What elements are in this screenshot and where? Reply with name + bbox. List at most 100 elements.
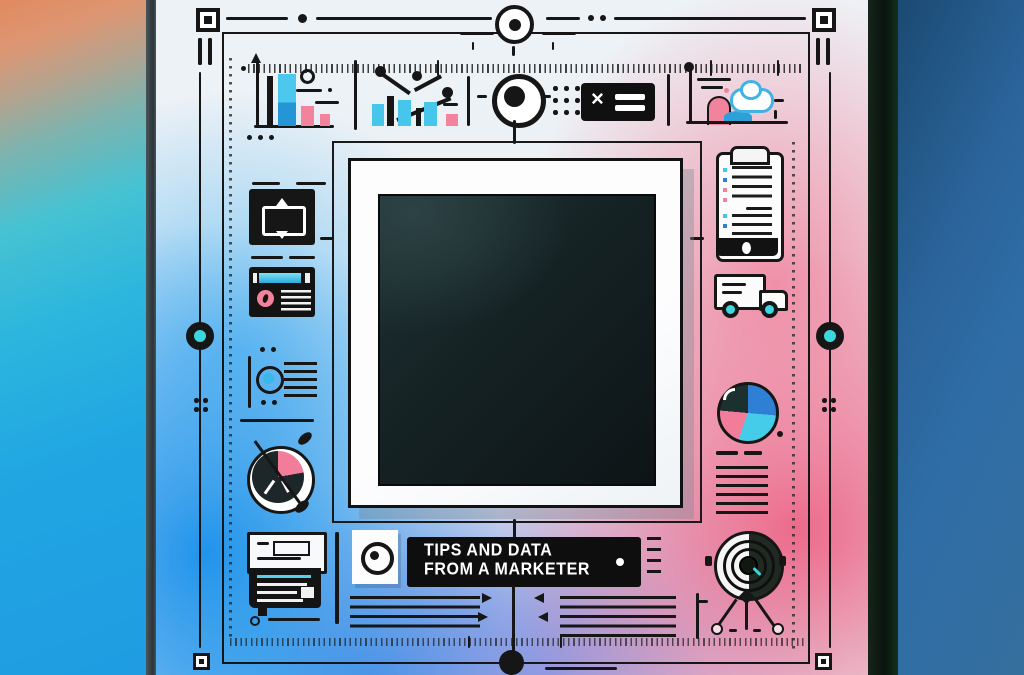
- left-guide-donut: [186, 322, 214, 350]
- right-dotted-guide: [792, 142, 795, 650]
- bullet-pink: [723, 188, 727, 192]
- dot: [831, 407, 836, 412]
- truck-line: [722, 283, 746, 286]
- bullet-cyan: [723, 214, 727, 218]
- line: [268, 618, 320, 621]
- pie-disc: [717, 382, 779, 444]
- dash: [697, 78, 731, 81]
- bar-blue: [424, 102, 437, 126]
- bar-blue: [398, 100, 411, 126]
- marker-core: [199, 659, 204, 664]
- dot: [564, 98, 569, 103]
- dot: [194, 407, 199, 412]
- dot: [831, 398, 836, 403]
- dot: [777, 431, 783, 437]
- dot: [328, 88, 332, 92]
- bottom-divider: [696, 593, 699, 639]
- dash: [701, 86, 723, 89]
- dot: [203, 407, 208, 412]
- dash: [252, 182, 280, 185]
- board-knob: [705, 556, 712, 566]
- marker-core: [204, 16, 212, 24]
- dot: [261, 400, 266, 405]
- poster-left-edge: [146, 0, 156, 675]
- doc-foot: [258, 608, 267, 616]
- wheel: [722, 301, 739, 318]
- bottom-center-dot: [499, 650, 524, 675]
- target-core: [504, 86, 525, 107]
- connector-line: [512, 46, 515, 56]
- dot: [564, 110, 569, 115]
- bottom-lines-left: [350, 596, 480, 633]
- dot: [822, 407, 827, 412]
- column-divider: [467, 76, 470, 126]
- cloud: [730, 88, 774, 113]
- corner-marker-top-right: [812, 8, 836, 32]
- corner-marker-bottom-right: [815, 653, 832, 670]
- bubble-notch-top: [276, 198, 288, 206]
- dot: [575, 110, 580, 115]
- ruler-separator: [710, 60, 712, 76]
- dot: [564, 86, 569, 91]
- wheel: [761, 301, 778, 318]
- dot: [260, 347, 265, 352]
- avatar-ring: [256, 366, 284, 394]
- block-white: [301, 587, 314, 598]
- tripod-pole: [745, 596, 748, 630]
- side-bar: [305, 273, 310, 283]
- arrow-right: [482, 592, 492, 603]
- hill-blue: [724, 111, 752, 123]
- axis-x: [254, 125, 334, 128]
- connector-line: [513, 519, 516, 539]
- section-divider: [335, 532, 339, 624]
- dash: [296, 182, 326, 185]
- dash: [753, 629, 761, 632]
- title-stripe: [259, 273, 301, 283]
- bar-blue: [278, 74, 296, 126]
- bar-pink: [446, 114, 458, 126]
- bubble-notch-bottom: [276, 231, 288, 239]
- dash: [251, 256, 283, 259]
- dash: [744, 451, 762, 455]
- dot: [553, 110, 558, 115]
- bottom-extra-line: [545, 667, 617, 670]
- top-center-circle-core: [509, 19, 521, 31]
- splash-pink: [724, 88, 729, 93]
- double-bar: [198, 38, 202, 65]
- column-divider: [354, 60, 357, 130]
- bullet-blue: [723, 178, 727, 182]
- text-lines: [281, 290, 311, 312]
- side-bar: [253, 273, 257, 283]
- dot: [553, 98, 558, 103]
- doc-rect: [273, 541, 310, 556]
- tripod-foot: [711, 623, 723, 635]
- right-guide-donut: [816, 322, 844, 350]
- double-bar: [826, 38, 830, 65]
- dot: [271, 347, 276, 352]
- line: [257, 557, 301, 560]
- corner-marker-top-left: [196, 8, 220, 32]
- dot: [241, 66, 246, 71]
- dot: [269, 135, 274, 140]
- dot: [194, 398, 199, 403]
- axis-y: [256, 62, 259, 128]
- ruler-separator: [777, 60, 779, 76]
- left-edge-guide-line: [199, 72, 201, 648]
- center-connector-line: [512, 585, 515, 653]
- code-block-icon: ×: [581, 83, 655, 121]
- box-side-tick: [690, 237, 704, 240]
- bottom-lines-right: [560, 596, 676, 638]
- banner-side-lines: [647, 537, 661, 577]
- pole: [689, 70, 692, 123]
- text-lines: [284, 362, 317, 402]
- strip-separator: [560, 636, 562, 648]
- clipboard-clip: [730, 146, 770, 165]
- top-border-dash: [226, 17, 288, 20]
- double-bar: [816, 38, 820, 65]
- avatar-core: [263, 373, 274, 384]
- banner-line-2: FROM A MARKETER: [424, 560, 591, 579]
- bullet-cyan: [723, 168, 727, 172]
- bullet-pink: [723, 198, 727, 202]
- left-dotted-guide: [229, 58, 232, 640]
